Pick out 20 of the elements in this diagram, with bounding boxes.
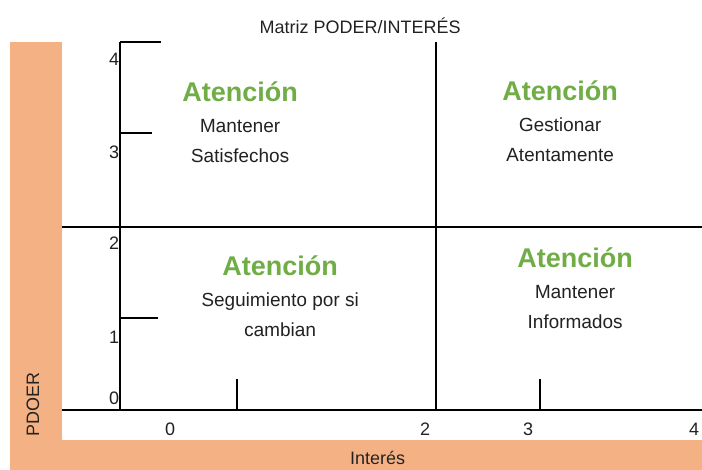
quadrant-heading: Atención: [517, 244, 633, 274]
quadrant-text: Mantener Informados: [526, 280, 624, 335]
tick-label: 4: [109, 50, 120, 68]
quadrant-heading: Atención: [502, 77, 618, 107]
quadrant-heading: Atención: [182, 78, 298, 108]
tick-label: 0: [109, 389, 120, 407]
quadrant-text: Gestionar Atentamente: [505, 114, 615, 168]
tick-label: 1: [109, 328, 120, 346]
quadrant-heading: Atención: [222, 252, 338, 282]
tick-label: 3: [523, 420, 534, 438]
tick-label: 0: [165, 420, 176, 438]
tick-label: 3: [109, 143, 120, 161]
quadrant-text: Seguimiento por si cambian: [200, 288, 360, 343]
tick-label: 4: [689, 420, 700, 438]
axis-title: Interés: [350, 449, 406, 467]
tick-label: 2: [420, 420, 430, 438]
chart-title: Matriz PODER/INTERÉS: [259, 18, 461, 36]
axis-title: PDOER: [24, 372, 42, 436]
quadrant-text: Mantener Satisfechos: [190, 114, 290, 169]
tick-label: 2: [109, 234, 120, 252]
